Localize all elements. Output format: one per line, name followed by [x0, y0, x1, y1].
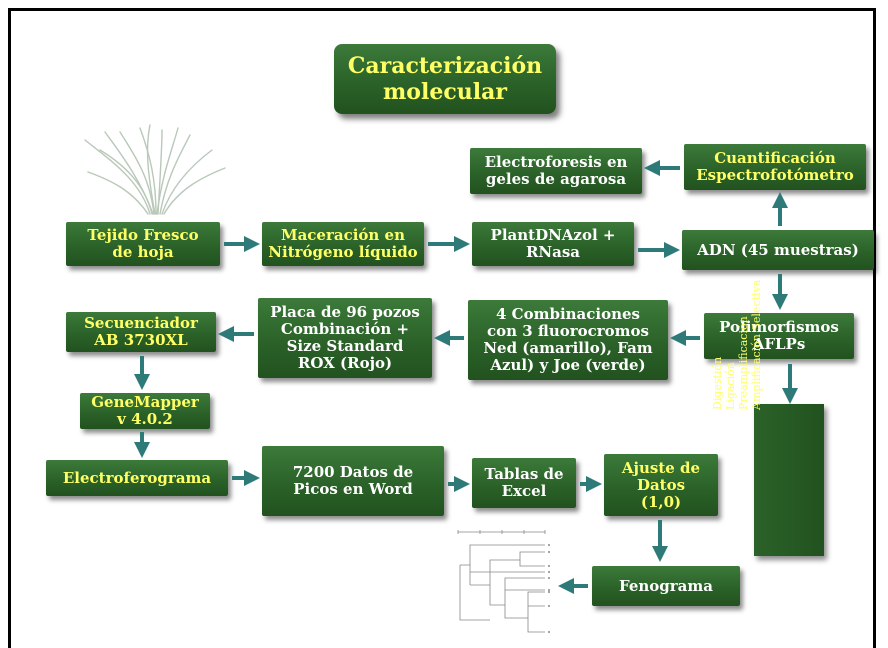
tablas-box: Tablas de Excel: [472, 458, 576, 508]
datos-box: 7200 Datos de Picos en Word: [262, 446, 444, 516]
fenograma-box: Fenograma: [592, 566, 740, 606]
title-box: Caracterización molecular: [334, 44, 556, 114]
combinaciones-box: 4 Combinaciones con 3 fluorocromos Ned (…: [468, 300, 668, 380]
diagram-frame: [8, 8, 876, 648]
ajuste-box: Ajuste de Datos (1,0): [604, 454, 718, 516]
genemapper-box: GeneMapper v 4.0.2: [80, 393, 210, 429]
polimorfismos-box: Polimorfismos AFLPs: [704, 313, 854, 359]
maceracion-box: Maceración en Nitrógeno líquido: [262, 222, 424, 266]
plantdnazol-box: PlantDNAzol + RNasa: [472, 222, 634, 266]
aflp-steps-box: Digestión Ligación Preamplificación Ampl…: [711, 280, 824, 556]
electroferograma-box: Electroferograma: [46, 460, 228, 496]
tejido-box: Tejido Fresco de hoja: [66, 222, 220, 266]
placa-box: Placa de 96 pozos Combinación + Size Sta…: [258, 298, 432, 378]
secuenciador-box: Secuenciador AB 3730XL: [66, 312, 216, 352]
cuantificacion-box: Cuantificación Espectrofotómetro: [684, 144, 866, 190]
adn-box: ADN (45 muestras): [682, 230, 874, 270]
electroforesis-box: Electroforesis en geles de agarosa: [470, 148, 642, 194]
